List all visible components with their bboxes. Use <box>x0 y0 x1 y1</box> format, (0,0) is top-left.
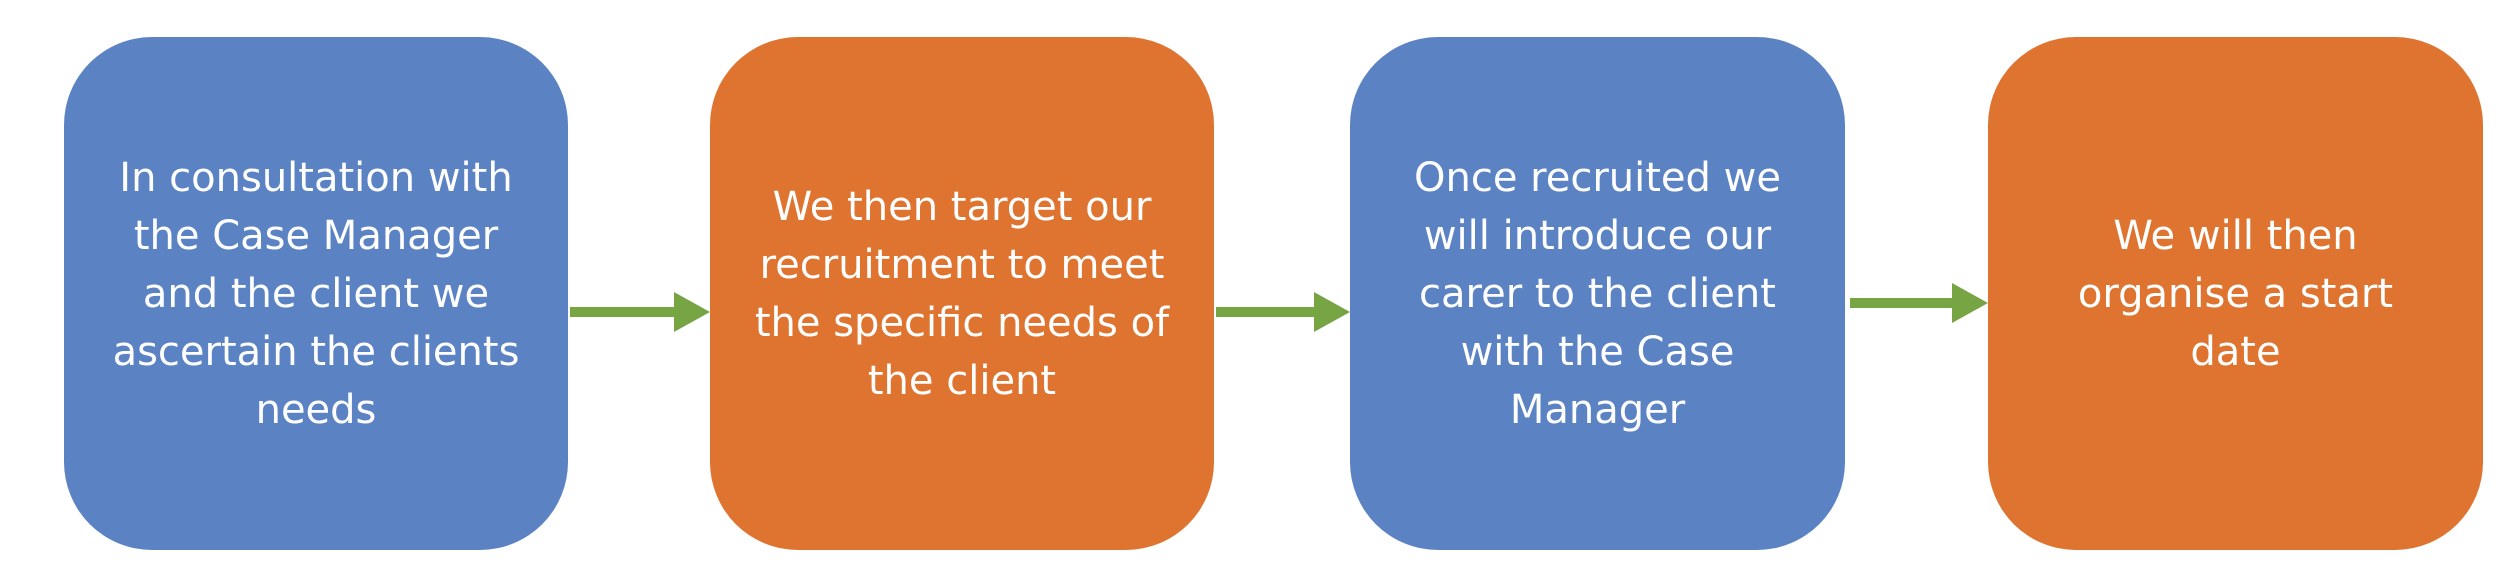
step-3-box: Once recruited we will introduce our car… <box>1350 37 1845 550</box>
step-2-box: We then target our recruitment to meet t… <box>710 37 1214 550</box>
arrow-right-icon <box>570 292 710 332</box>
step-2-text: We then target our recruitment to meet t… <box>754 183 1170 404</box>
arrow-right-icon <box>1216 292 1350 332</box>
step-3-text: Once recruited we will introduce our car… <box>1414 154 1781 433</box>
step-1-text: In consultation with the Case Manager an… <box>112 154 520 433</box>
step-4-box: We will then organise a start date <box>1988 37 2483 550</box>
step-4-text: We will then organise a start date <box>2077 212 2394 375</box>
step-1-box: In consultation with the Case Manager an… <box>64 37 568 550</box>
arrow-right-icon <box>1850 283 1988 323</box>
